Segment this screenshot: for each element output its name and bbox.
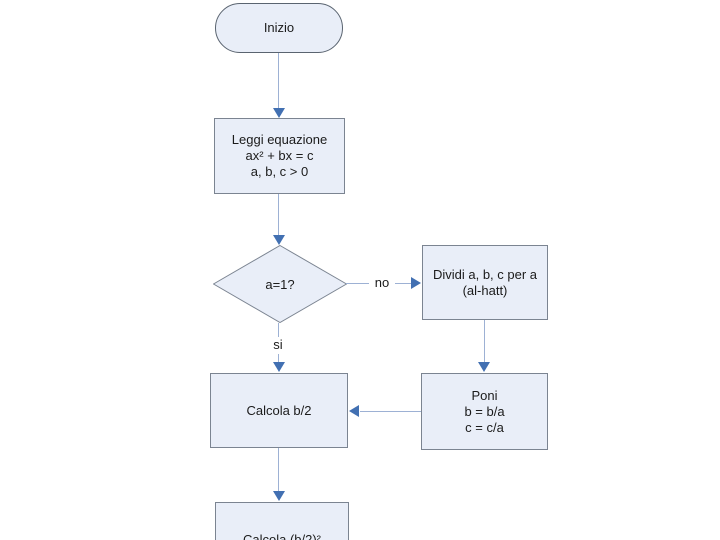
divide-line-1: Dividi a, b, c per a [432, 266, 538, 282]
set-values-line-1: Poni [471, 387, 498, 403]
connector-read-to-decision [278, 194, 279, 235]
arrowhead-down-icon [273, 362, 285, 372]
start-label: Inizio [263, 20, 295, 35]
read-equation-line-2: ax² + bx = c [245, 148, 314, 163]
set-values-line-2: b = b/a [464, 403, 505, 419]
edge-label-yes: si [267, 337, 289, 354]
arrowhead-down-icon [478, 362, 490, 372]
connector-start-to-read [278, 53, 279, 108]
arrowhead-down-icon [273, 235, 285, 245]
connector-compute-to-square [278, 448, 279, 491]
divide-line-2: (al-hatt) [462, 282, 508, 298]
start-terminator: Inizio [215, 3, 343, 53]
decision-a-equals-1: a=1? [213, 245, 347, 323]
connector-set-to-compute [360, 411, 421, 412]
read-equation-line-3: a, b, c > 0 [250, 164, 309, 179]
edge-label-no: no [369, 275, 395, 291]
set-values-step: Poni b = b/a c = c/a [421, 373, 548, 450]
compute-half-b-label: Calcola b/2 [246, 402, 312, 418]
diamond-shape [213, 245, 347, 323]
arrowhead-right-icon [411, 277, 421, 289]
arrowhead-down-icon [273, 491, 285, 501]
compute-half-b-squared-step: Calcola (b/2)² [215, 502, 349, 540]
read-equation-line-1: Leggi equazione [231, 132, 328, 147]
compute-half-b-squared-label: Calcola (b/2)² [242, 531, 322, 540]
read-equation-step: Leggi equazione ax² + bx = c a, b, c > 0 [214, 118, 345, 194]
decision-label: a=1? [265, 276, 295, 292]
set-values-line-3: c = c/a [465, 419, 504, 435]
compute-half-b-step: Calcola b/2 [210, 373, 348, 448]
arrowhead-down-icon [273, 108, 285, 118]
arrowhead-left-icon [349, 405, 359, 417]
divide-step: Dividi a, b, c per a (al-hatt) [422, 245, 548, 320]
connector-divide-to-set [484, 320, 485, 362]
